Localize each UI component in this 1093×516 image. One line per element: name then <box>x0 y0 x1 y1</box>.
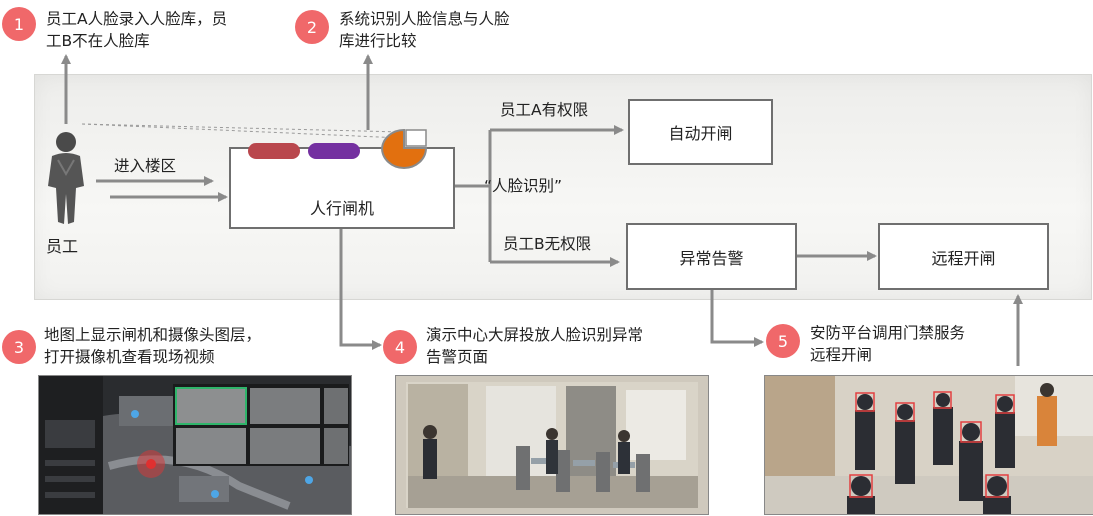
step-3-line-1: 地图上显示闸机和摄像头图层， <box>44 326 262 344</box>
face-camera-icon <box>380 128 428 169</box>
pill-red <box>248 143 300 159</box>
auto-open-box: 自动开闸 <box>628 99 773 165</box>
step-1-line-1: 员工A人脸录入人脸库，员 <box>46 10 228 28</box>
step-2-line-1: 系统识别人脸信息与人脸 <box>339 10 510 28</box>
step-3-line-2: 打开摄像机查看现场视频 <box>44 348 215 366</box>
map-camera-screenshot <box>38 375 352 515</box>
enter-label: 进入楼区 <box>114 157 177 175</box>
step-3-note: 地图上显示闸机和摄像头图层， 打开摄像机查看现场视频 <box>44 324 261 368</box>
remote-open-label: 远程开闸 <box>931 248 996 268</box>
step-5-note: 安防平台调用门禁服务 远程开闸 <box>810 322 965 366</box>
step-4-note: 演示中心大屏投放人脸识别异常 告警页面 <box>426 324 643 368</box>
step-2-badge: 2 <box>295 10 329 44</box>
step-4-badge: 4 <box>383 330 417 364</box>
step-4-line-2: 告警页面 <box>426 348 489 366</box>
gate-label: 人行闸机 <box>309 199 374 218</box>
crowd-image <box>765 376 1093 514</box>
step-5-badge: 5 <box>766 324 800 358</box>
alarm-label: 异常告警 <box>679 248 744 268</box>
person-label: 员工 <box>46 237 79 256</box>
auth-a-label: 员工A有权限 <box>500 101 589 119</box>
alarm-box: 异常告警 <box>626 223 797 290</box>
person-icon <box>48 132 84 224</box>
step-2-note: 系统识别人脸信息与人脸 库进行比较 <box>339 8 510 52</box>
face-recognition-label: “人脸识别” <box>484 177 563 195</box>
face-recognition-photo <box>764 375 1093 515</box>
step-5-line-2: 远程开闸 <box>810 346 873 364</box>
alarm-screen-photo <box>395 375 709 515</box>
step-1-line-2: 工B不在人脸库 <box>46 32 150 50</box>
step-1-badge: 1 <box>2 7 36 41</box>
step-5-line-1: 安防平台调用门禁服务 <box>810 324 966 342</box>
map-camera-image <box>39 376 351 514</box>
step-1-note: 员工A人脸录入人脸库，员 工B不在人脸库 <box>46 8 227 52</box>
remote-open-box: 远程开闸 <box>878 223 1049 290</box>
step-4-line-1: 演示中心大屏投放人脸识别异常 <box>426 326 644 344</box>
gate-hall-image <box>396 376 708 514</box>
pill-purple <box>308 143 360 159</box>
auto-open-label: 自动开闸 <box>668 124 733 143</box>
step-2-line-2: 库进行比较 <box>339 32 417 50</box>
step-3-badge: 3 <box>2 330 36 364</box>
auth-b-label: 员工B无权限 <box>503 235 592 253</box>
